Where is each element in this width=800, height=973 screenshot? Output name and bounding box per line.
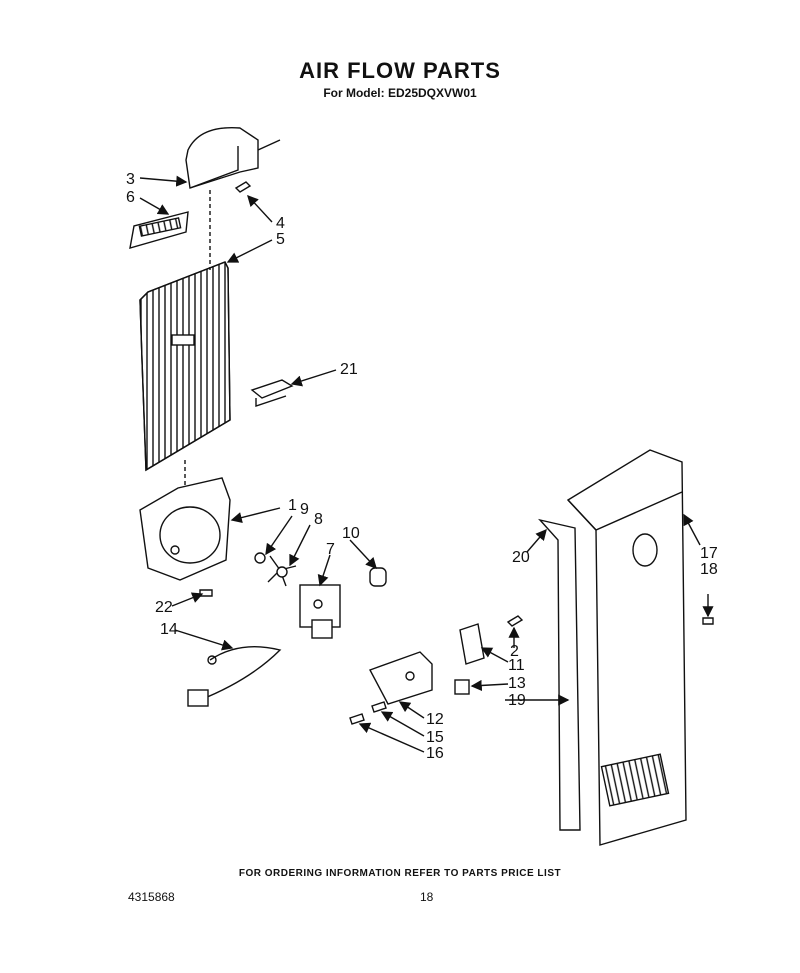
model-subtitle: For Model: ED25DQXVW01 [323,86,477,100]
callout-13: 13 [508,675,526,692]
callout-15: 15 [426,729,444,746]
callout-5: 5 [276,231,285,248]
screw-part-2 [506,615,524,627]
callout-20: 20 [512,549,530,566]
page-title: AIR FLOW PARTS [299,58,501,83]
fan-shroud-part [139,477,231,581]
bracket-part-21 [250,379,294,407]
screw-part-22 [199,589,213,597]
screw-part-4 [234,181,252,193]
callout-1: 1 [288,497,297,514]
callout-10: 10 [342,525,360,542]
callout-21: 21 [340,361,358,378]
callout-7: 7 [326,541,335,558]
callout-8: 8 [314,511,323,528]
callout-17: 17 [700,545,718,562]
grommet-part-10 [369,567,387,587]
callout-14: 14 [160,621,178,638]
callout-11: 11 [508,657,525,674]
screw-part-15 [371,701,387,713]
screw-part-16 [349,713,365,725]
document-number: 4315868 [128,890,175,904]
callout-22: 22 [155,599,173,616]
callout-9: 9 [300,501,309,518]
duct-cover-part [185,126,281,189]
grille-insert-part [129,211,189,249]
gasket-strip-part [538,518,581,831]
page-number: 18 [420,890,434,904]
fan-blade-part [254,552,297,587]
callout-19: 19 [508,692,526,709]
callout-4: 4 [276,215,285,232]
screw-part-18 [702,617,714,625]
callout-18: 18 [700,561,718,578]
callout-16: 16 [426,745,444,762]
clip-part-13 [454,679,470,695]
callout-3: 3 [126,171,135,188]
callout-2: 2 [510,643,519,660]
evaporator-cover-panel [139,261,231,472]
rear-panel-part [566,449,687,846]
mounting-bracket-part-12 [369,651,433,705]
fan-motor-part [299,584,341,639]
callout-6: 6 [126,189,135,206]
wire-harness-part [187,645,282,707]
bracket-part-11 [459,623,485,665]
callout-12: 12 [426,711,444,728]
ordering-info-note: FOR ORDERING INFORMATION REFER TO PARTS … [238,868,562,879]
